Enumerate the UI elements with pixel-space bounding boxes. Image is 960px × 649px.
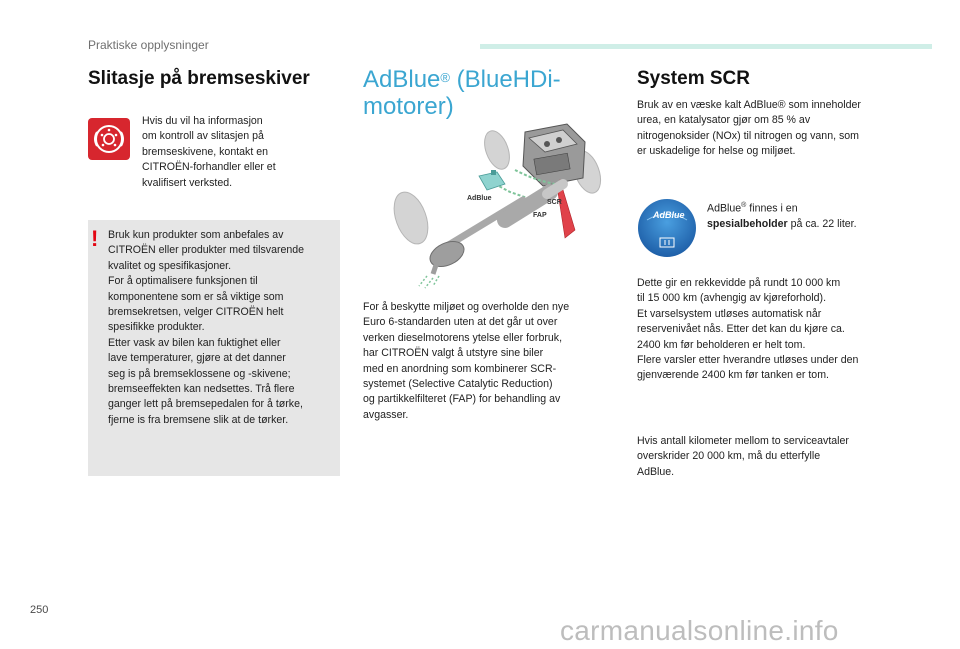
scr-intro-line: Bruk av en væske kalt AdBlue® som inneho…	[637, 99, 861, 111]
scr-service-line: Hvis antall kilometer mellom to servicea…	[637, 435, 849, 447]
scr-range-line: 2400 km før beholderen er helt tom.	[637, 338, 806, 351]
warning-line: komponentene som er så viktige som	[108, 290, 284, 303]
scr-range-line: reservenivået nås. Etter det kan du kjør…	[637, 323, 845, 336]
registered-mark: ®	[440, 70, 450, 85]
warning-line: CITROËN eller produkter med tilsvarende	[108, 244, 305, 257]
scr-range-line: Flere varsler etter hverandre utløses un…	[637, 354, 859, 367]
adblue-body-line: Euro 6-standarden uten at det går ut ove…	[363, 316, 558, 329]
adblue-title-rest: (BlueHDi-	[449, 66, 561, 93]
warning-line: seg is på bremseklossene og -skivene;	[108, 367, 291, 380]
container-line-2: spesialbeholder på ca. 22 liter.	[707, 217, 907, 232]
adblue-body-line: med en anordning som kombinerer SCR-	[363, 362, 557, 375]
scr-title: System SCR	[637, 68, 750, 89]
adblue-body-line: systemet (Selective Catalytic Reduction)	[363, 378, 553, 391]
adblue-body-text: For å beskytte miljøet og overholde den …	[363, 300, 613, 423]
adblue-body-line: For å beskytte miljøet og overholde den …	[363, 301, 570, 313]
brakes-title: Slitasje på bremseskiver	[88, 68, 310, 89]
scr-range-line: Et varselsystem utløses automatisk når	[637, 307, 822, 320]
container-bold: spesialbeholder	[707, 217, 788, 230]
adblue-body-line: har CITROËN valgt å utstyre sine biler	[363, 347, 544, 360]
diagram-label-fap: FAP	[533, 212, 547, 219]
warning-line: Bruk kun produkter som anbefales av	[108, 229, 284, 241]
adblue-body-line: og partikkelfilteret (FAP) for behandlin…	[363, 393, 561, 406]
container-adblue: AdBlue	[707, 202, 742, 215]
header-accent-bar	[480, 44, 932, 49]
scr-service-line: AdBlue.	[637, 465, 675, 478]
scr-intro-line: nitrogenoksider (NOx) til nitrogen og va…	[637, 129, 859, 142]
page-number: 250	[30, 604, 49, 616]
warning-line: bremsekretsen, velger CITROËN helt	[108, 306, 284, 319]
warning-exclamation-icon: !	[91, 226, 99, 251]
adblue-body-line: avgasser.	[363, 408, 409, 421]
exhaust-system-diagram: AdBlue SCR FAP	[375, 120, 607, 290]
adblue-title-line2: motorer)	[363, 93, 454, 120]
adblue-container-icon: AdBlue	[637, 198, 697, 258]
scr-intro-line: er uskadelige for helse og miljøet.	[637, 145, 796, 158]
scr-service-text: Hvis antall kilometer mellom to servicea…	[637, 434, 897, 480]
warning-line: spesifikke produkter.	[108, 321, 205, 334]
icon-adblue-label: AdBlue	[652, 210, 685, 220]
container-text-b: på ca. 22 liter.	[787, 217, 857, 230]
container-text-a: finnes i en	[746, 202, 798, 215]
scr-intro-line: urea, en katalysator gjør om 85 % av	[637, 114, 811, 127]
adblue-title: AdBlue® (BlueHDi- motorer)	[363, 66, 613, 120]
scr-intro-text: Bruk av en væske kalt AdBlue® som inneho…	[637, 98, 897, 160]
brakes-info-text: Hvis du vil ha informasjon om kontroll a…	[142, 114, 332, 191]
brakes-info-line: Hvis du vil ha informasjon	[142, 115, 263, 127]
warning-line: kvalitet og spesifikasjoner.	[108, 259, 232, 272]
brakes-info-line: bremseskivene, kontakt en	[142, 145, 269, 158]
scr-service-line: overskrider 20 000 km, må du etterfylle	[637, 450, 821, 463]
scr-container-text: AdBlue® finnes i en spesialbeholder på c…	[707, 198, 907, 232]
warning-line: lave temperaturer, gjøre at det danner	[108, 352, 286, 365]
warning-line: bremseeffekten kan nedsettes. Trå flere	[108, 383, 295, 396]
scr-range-line: Dette gir en rekkevidde på rundt 10 000 …	[637, 277, 841, 289]
watermark-text: carmanualsonline.info	[560, 615, 839, 646]
warning-line: ganger lett på bremsepedalen for å tørke…	[108, 398, 303, 411]
registered-mark: ®	[741, 202, 747, 209]
scr-range-line: til 15 000 km (avhengig av kjøreforhold)…	[637, 292, 827, 305]
brakes-info-line: om kontroll av slitasjen på	[142, 130, 264, 143]
warning-line: Etter vask av bilen kan fuktighet eller	[108, 336, 281, 349]
diagram-label-adblue: AdBlue	[467, 195, 492, 202]
adblue-body-line: verken dieselmotorens ytelse eller forbr…	[363, 331, 563, 344]
brakes-info-line: CITROËN-forhandler eller et	[142, 161, 276, 174]
running-header: Praktiske opplysninger	[88, 38, 209, 52]
brakes-info-line: kvalifisert verksted.	[142, 176, 233, 189]
adblue-title-main: AdBlue	[363, 66, 441, 93]
scr-range-text: Dette gir en rekkevidde på rundt 10 000 …	[637, 276, 897, 384]
warning-line: fjerne is fra bremsene slik at de tørker…	[108, 413, 289, 426]
warning-text: Bruk kun produkter som anbefales av CITR…	[108, 228, 338, 428]
warning-box: ! Bruk kun produkter som anbefales av CI…	[88, 220, 340, 476]
brake-disc-icon	[88, 118, 130, 160]
scr-range-line: gjenværende 2400 km før tanken er tom.	[637, 369, 829, 382]
diagram-label-scr: SCR	[547, 199, 562, 206]
container-line-1: AdBlue® finnes i en	[707, 198, 907, 217]
warning-line: For å optimalisere funksjonen til	[108, 275, 258, 288]
